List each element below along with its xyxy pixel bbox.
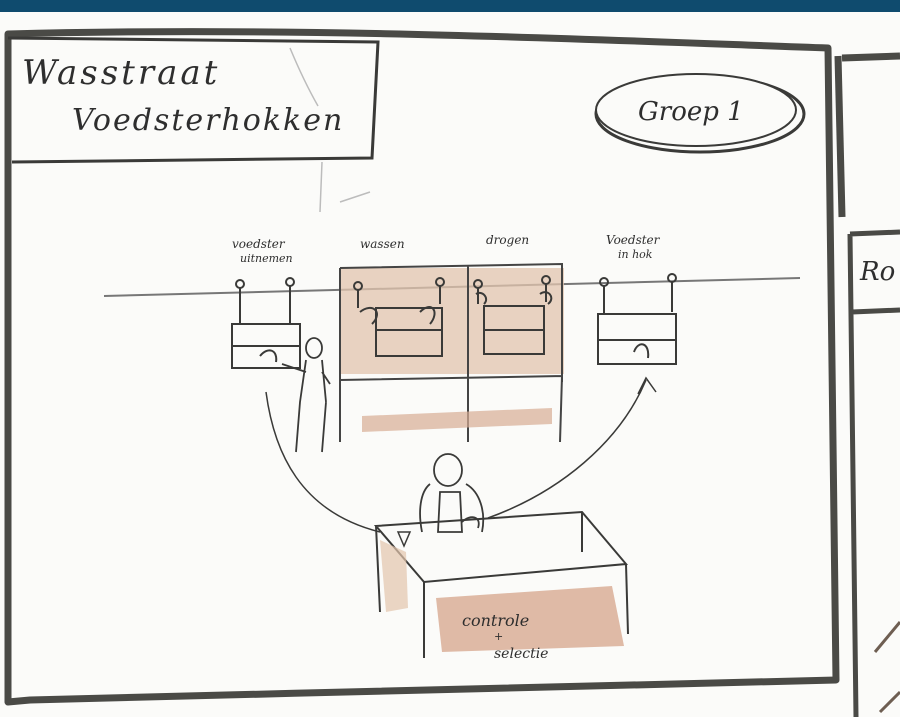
title-line-1: Wasstraat [22,53,220,93]
table-label-3: selectie [494,646,548,662]
station-uitnemen-1: voedster [232,237,286,251]
table-label-2: + [494,630,503,643]
next-panel-sketch [875,622,900,712]
station-inhok-2: in hok [618,248,653,261]
flow-arrow-right [488,378,656,518]
group-badge-label: Groep 1 [638,97,744,127]
top-bar [0,0,900,12]
cage-inhok [598,274,676,364]
station-wassen: wassen [360,237,405,251]
station-drogen: drogen [486,233,529,247]
flow-arrow-left [266,392,380,532]
floor-shade [362,408,552,432]
table-label-1: controle [462,611,529,630]
next-panel-title: Ro [859,257,895,287]
sketch-canvas: Ro Wasstraat Voedsterhokken Groep 1 voed… [0,12,900,717]
table-shade-left [380,540,408,612]
next-panel-box [850,232,900,717]
station-inhok-1: Voedster [606,233,661,247]
table-item [398,532,410,546]
next-panel-left-edge [838,56,842,217]
next-panel-frame [842,56,900,58]
station-uitnemen-2: uitnemen [240,252,293,265]
worker-figure [282,338,330,452]
title-line-2: Voedsterhokken [72,103,344,138]
